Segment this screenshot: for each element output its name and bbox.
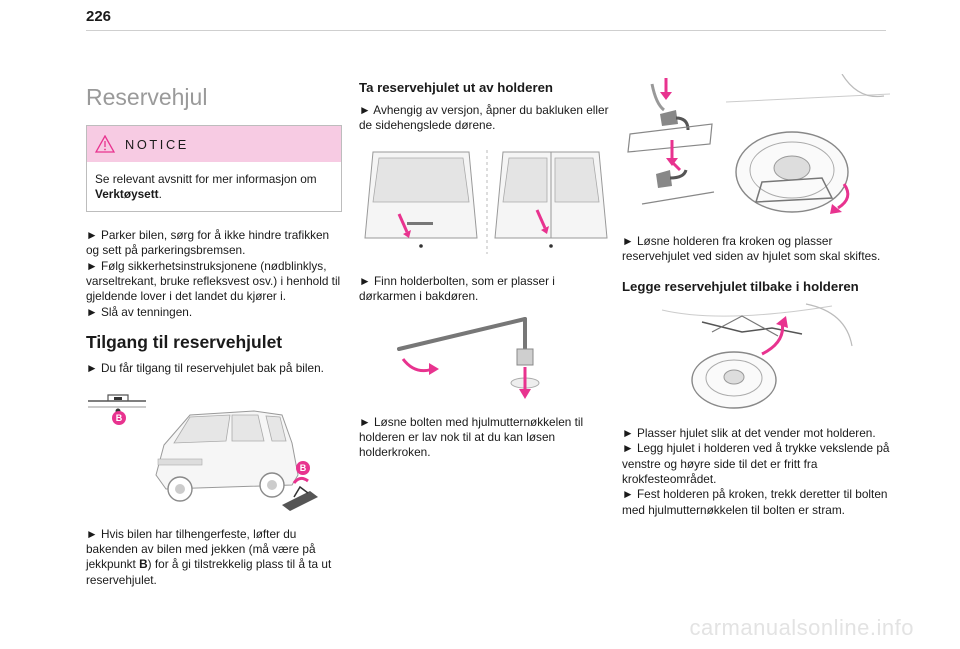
header-rule (86, 30, 886, 31)
bullet-tow-hitch-bold: B (139, 557, 148, 572)
notice-label: NOTICE (125, 136, 189, 152)
bullet-tow-hitch-pre: ► Hvis bilen har tilhengerfeste, løfter … (86, 526, 316, 572)
notice-text-main: Se relevant avsnitt for mer informasjon … (95, 172, 317, 186)
bullet-release-holder: ► Løsne holderen fra kroken og plasser r… (622, 234, 881, 264)
rear-doors-illustration (359, 142, 615, 262)
heading-access: Tilgang til reservehjulet (86, 332, 283, 353)
notice-link-verktoysett: Verktøysett (95, 187, 159, 202)
page-number: 226 (86, 8, 112, 25)
bullet-ignition: ► Slå av tenningen. (86, 304, 193, 319)
bullet-access: ► Du får tilgang til reservehjulet bak p… (86, 361, 324, 376)
jack-point-callout-inset: B (112, 410, 126, 425)
bullet-open-doors: ► Avhengig av versjon, åpner du bakluken… (359, 103, 609, 133)
bullet-fasten-holder: ► Fest holderen på kroken, trekk derette… (622, 487, 888, 517)
wheel-refit-illustration (622, 302, 890, 414)
wrench-bolt-illustration (359, 313, 615, 403)
bullet-find-bolt: ► Finn holderbolten, som er plasser i dø… (359, 273, 555, 304)
column-3: ► Løsne holderen fra kroken og plasser r… (622, 74, 890, 518)
column-1: Reservehjul NOTICE Se relevant avsnitt f… (86, 78, 342, 588)
notice-text: Se relevant avsnitt for mer informasjon … (87, 162, 341, 211)
notice-text-end: . (158, 187, 162, 202)
van-jack-illustration: B B (86, 385, 342, 515)
column-2: Ta reservehjulet ut av holderen ► Avheng… (359, 78, 615, 461)
heading-remove: Ta reservehjulet ut av holderen (359, 80, 553, 95)
holder-hook-illustration (622, 74, 890, 222)
bullet-safety: ► Følg sikkerhetsinstruksjonene (nødblin… (86, 258, 341, 304)
section-title: Reservehjul (86, 84, 208, 110)
heading-refit: Legge reservehjulet tilbake i holderen (622, 278, 859, 294)
warning-triangle-icon (95, 135, 115, 153)
bullet-position-wheel: ► Plasser hjulet slik at det vender mot … (622, 425, 876, 440)
jack-point-callout: B (296, 460, 310, 475)
notice-box: NOTICE Se relevant avsnitt for mer infor… (86, 125, 342, 212)
bullet-press-wheel: ► Legg hjulet i holderen ved å trykke ve… (622, 441, 890, 487)
notice-header: NOTICE (87, 126, 341, 162)
bullet-loosen-bolt: ► Løsne bolten med hjulmutternøkkelen ti… (359, 414, 584, 460)
bullet-tow-hitch: ► Hvis bilen har tilhengerfeste, løfter … (86, 527, 342, 589)
bullet-park: ► Parker bilen, sørg for å ikke hindre t… (86, 227, 330, 258)
watermark: carmanualsonline.info (689, 615, 914, 640)
bullet-tow-hitch-post: ) for å gi tilstrekkelig plass til å ta … (86, 557, 332, 587)
